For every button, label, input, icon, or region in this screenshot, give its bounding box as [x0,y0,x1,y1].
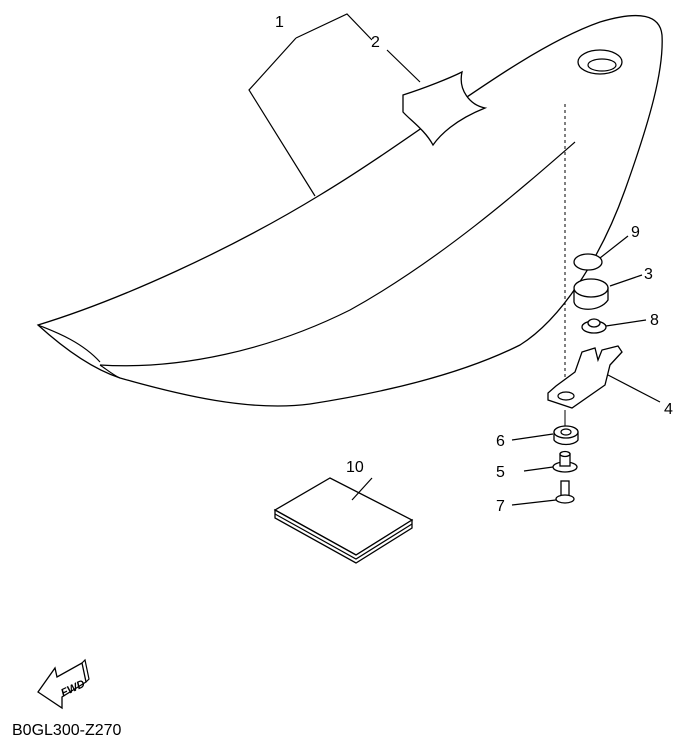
callout-10: 10 [346,459,364,476]
callout-5: 5 [496,464,505,481]
callout-2: 2 [371,34,380,51]
part-bracket[interactable] [547,345,661,409]
part-bolt-bottom[interactable] [511,480,575,506]
callout-1: 1 [275,14,284,31]
callout-4: 4 [664,401,673,418]
part-bolt-top[interactable] [581,318,647,334]
callout-3: 3 [644,266,653,283]
part-grommet[interactable] [511,425,579,446]
part-damper-top[interactable] [573,274,643,310]
callout-8: 8 [650,312,659,329]
part-cap[interactable] [573,235,629,271]
callout-7: 7 [496,498,505,515]
diagram-code: B0GL300-Z270 [12,722,122,739]
seat[interactable] [36,14,663,407]
fwd-arrow-icon: FWD [37,658,90,710]
part-label-kit[interactable] [273,477,414,564]
callout-9: 9 [631,224,640,241]
part-collar[interactable] [523,450,578,473]
callout-6: 6 [496,433,505,450]
